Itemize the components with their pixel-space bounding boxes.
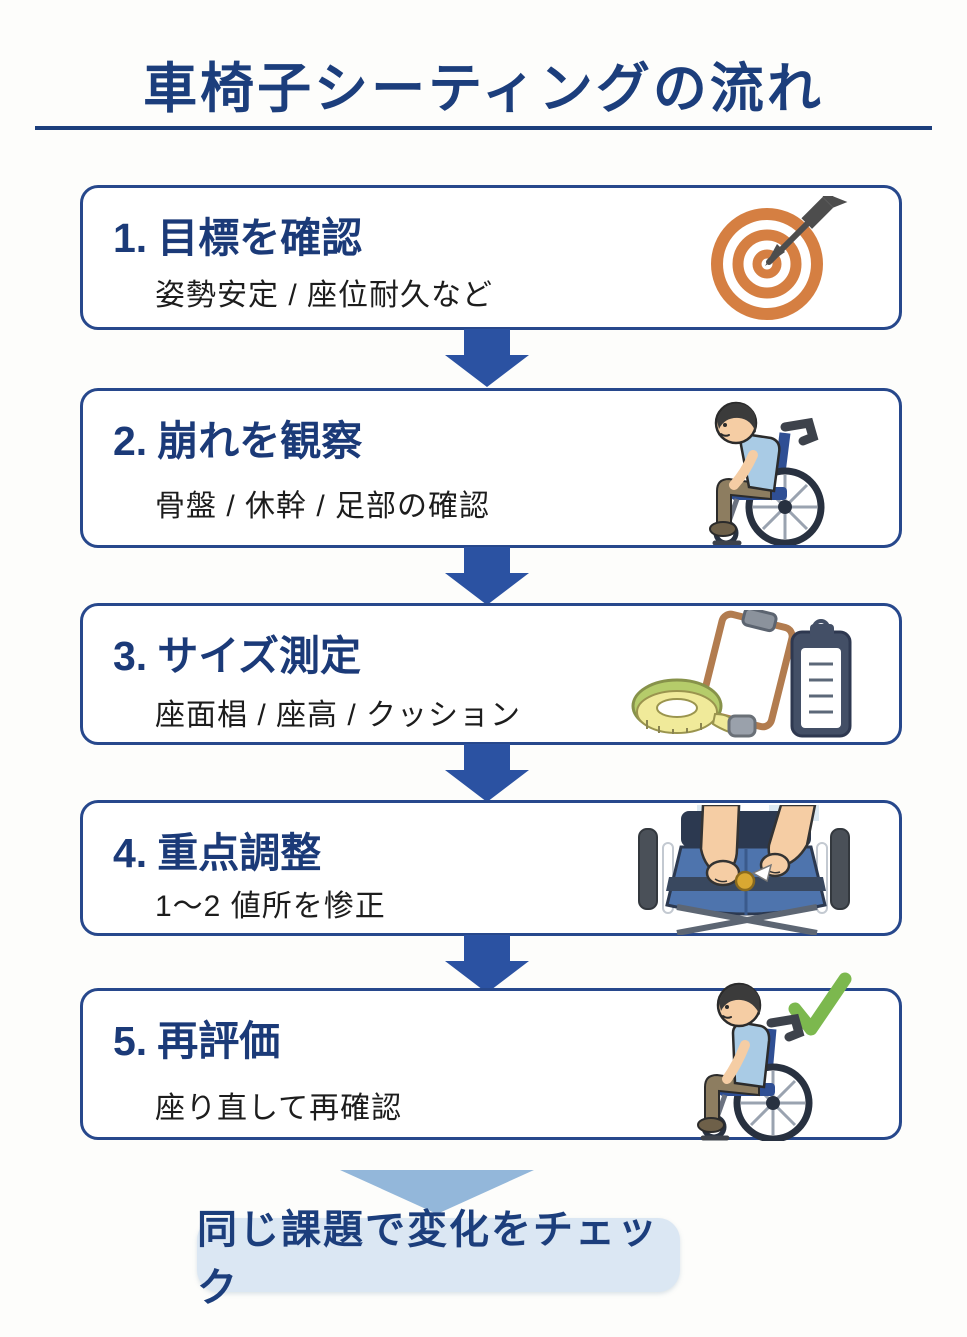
step-3-number: 3. [113,633,148,679]
step-box-2: 2.崩れを観察 骨盤 / 休幹 / 足部の確認 [80,388,902,548]
step-1-number: 1. [113,215,148,261]
step-1-title: 1.目標を確認 [113,215,363,261]
step-5-title: 5.再評価 [113,1018,281,1064]
flow-arrow-2 [437,547,537,605]
step-box-5: 5.再評価 座り直して再確認 [80,972,902,1141]
step-4-title: 4.重点調整 [113,830,322,876]
step-4-subtitle: 1〜2 値所を惨正 [155,890,386,923]
measurement-tools-icon [629,610,865,742]
step-5-subtitle: 座り直して再確認 [155,1092,403,1125]
step-3-subtitle: 座面椙 / 座高 / クッション [155,699,522,732]
target-icon [695,196,855,324]
step-2-subtitle: 骨盤 / 休幹 / 足部の確認 [155,490,491,523]
step-2-number: 2. [113,418,148,464]
step-box-3: 3.サイズ測定 座面椙 / 座高 / クッション [80,603,902,745]
page-title: 車椅子シーティングの流れ [143,59,824,119]
step-3-title: 3.サイズ測定 [113,633,361,679]
step-box-4: 4.重点調整 1〜2 値所を惨正 [80,800,902,936]
wheelchair-slouch-icon [633,393,873,545]
step-2-title: 2.崩れを観察 [113,418,363,464]
step-box-1: 1.目標を確認 姿勢安定 / 座位耐久など [80,185,902,330]
step-5-number: 5. [113,1018,148,1064]
step-1-subtitle: 姿勢安定 / 座位耐久など [155,279,494,312]
flow-arrow-4 [437,935,537,993]
cushion-adjust-icon [619,805,869,935]
down-triangle-icon [340,1170,534,1214]
footer-banner: 同じ課題で変化をチェック [197,1208,680,1310]
flow-arrow-3 [437,744,537,802]
flow-arrow-1 [437,329,537,387]
wheelchair-check-icon [623,961,873,1141]
step-4-number: 4. [113,830,148,876]
title-underline [35,126,932,130]
